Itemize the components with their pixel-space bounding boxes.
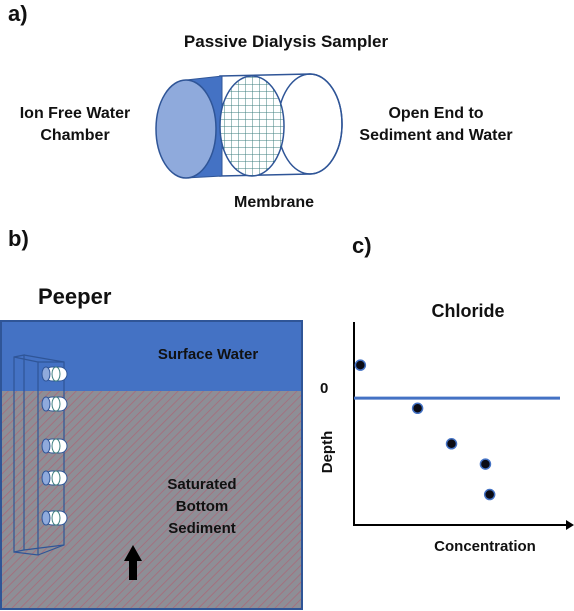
sediment-region — [1, 391, 302, 609]
chart-title: Chloride — [431, 301, 505, 321]
data-point-3 — [445, 438, 458, 450]
open-end-label-line1: Open End to — [388, 105, 484, 122]
panel-c-label: c) — [352, 233, 372, 258]
up-arrow-icon — [124, 545, 142, 580]
panel-a-label: a) — [8, 1, 28, 26]
data-point-1 — [354, 359, 367, 371]
y-axis-label: Depth — [319, 430, 336, 474]
open-end-label: Open End to Sediment and Water — [350, 103, 522, 147]
data-point-4 — [479, 458, 492, 470]
sediment-label: Saturated Bottom Sediment — [144, 474, 260, 540]
peeper-cells — [41, 366, 68, 526]
water-chamber-label-line1: Ion Free Water — [19, 105, 131, 122]
x-axis-arrowhead — [566, 520, 574, 530]
peeper-cell-4 — [41, 470, 68, 486]
membrane-label: Membrane — [233, 194, 315, 211]
peeper-scene — [0, 320, 303, 610]
surface-water-label: Surface Water — [157, 346, 259, 363]
sampler-title: Passive Dialysis Sampler — [183, 32, 389, 51]
peeper-cell-2 — [41, 396, 68, 412]
sediment-label-line1: Saturated — [167, 476, 237, 493]
peeper-frame — [13, 354, 65, 556]
x-axis-label: Concentration — [434, 538, 536, 555]
peeper-cell-1 — [41, 366, 68, 382]
peeper-cell-5 — [41, 510, 68, 526]
open-end-label-line2: Sediment and Water — [359, 127, 513, 144]
sediment-label-line2: Bottom — [175, 498, 229, 515]
data-point-5 — [483, 488, 496, 501]
dialysis-sampler-drawing — [155, 73, 343, 179]
peeper-title: Peeper — [38, 284, 112, 309]
chart-points — [354, 359, 496, 501]
water-chamber-label: Ion Free Water Chamber — [8, 103, 142, 147]
data-point-2 — [411, 402, 424, 415]
water-chamber-label-line2: Chamber — [40, 127, 110, 144]
membrane-mesh — [219, 75, 285, 177]
chloride-chart — [353, 322, 574, 530]
y-tick-label-zero: 0 — [320, 380, 329, 397]
peeper-cell-3 — [41, 438, 68, 454]
water-chamber-end — [155, 79, 217, 179]
peeper-border — [0, 320, 303, 610]
panel-b-label: b) — [8, 226, 29, 251]
sediment-label-line3: Sediment — [168, 520, 236, 537]
